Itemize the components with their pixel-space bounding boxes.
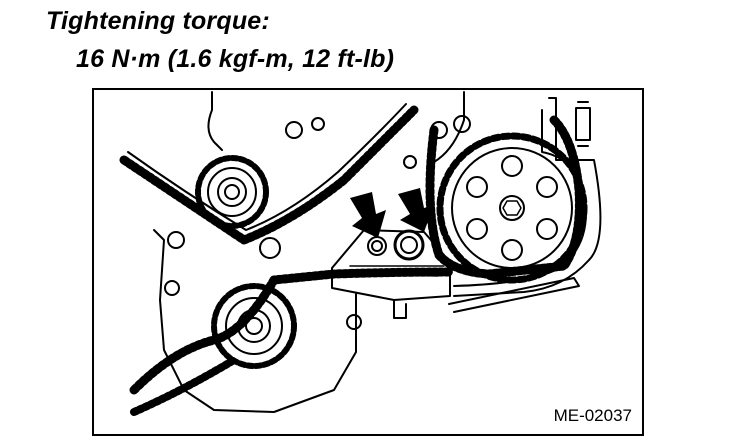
figure-code: ME-02037 [553, 406, 632, 425]
upper-chain-inner [127, 103, 407, 231]
cover-outline [207, 91, 465, 163]
upper-chain [119, 105, 419, 245]
small-boss-5 [259, 237, 281, 259]
right-cover [453, 97, 602, 297]
arrow-right [398, 188, 434, 232]
large-camshaft-sprocket [436, 132, 588, 284]
lower-chain-2 [130, 356, 238, 416]
small-boss-9 [403, 155, 417, 169]
torque-value: 16 N·m (1.6 kgf-m, 12 ft-lb) [76, 45, 395, 73]
tensioner-bolt-right [393, 229, 425, 261]
lower-left-sprocket [211, 283, 297, 369]
left-housing-edge [153, 229, 357, 413]
lower-chain [129, 267, 454, 395]
small-boss-3 [430, 121, 448, 139]
upper-right-bracket [575, 101, 591, 147]
timing-chain-diagram [119, 91, 602, 416]
bottom-rail [448, 277, 580, 313]
small-boss-6 [167, 231, 185, 249]
tensioner-bolt-left [367, 236, 387, 256]
small-boss-7 [164, 280, 180, 296]
small-boss-4 [453, 115, 471, 133]
small-boss-2 [311, 117, 325, 131]
arrow-left [350, 192, 386, 238]
small-boss-8 [346, 314, 362, 330]
small-boss-1 [285, 121, 303, 139]
upper-left-sprocket [195, 155, 269, 229]
torque-heading: Tightening torque: [46, 7, 270, 35]
engine-diagram-frame: ME-02037 [92, 88, 644, 436]
